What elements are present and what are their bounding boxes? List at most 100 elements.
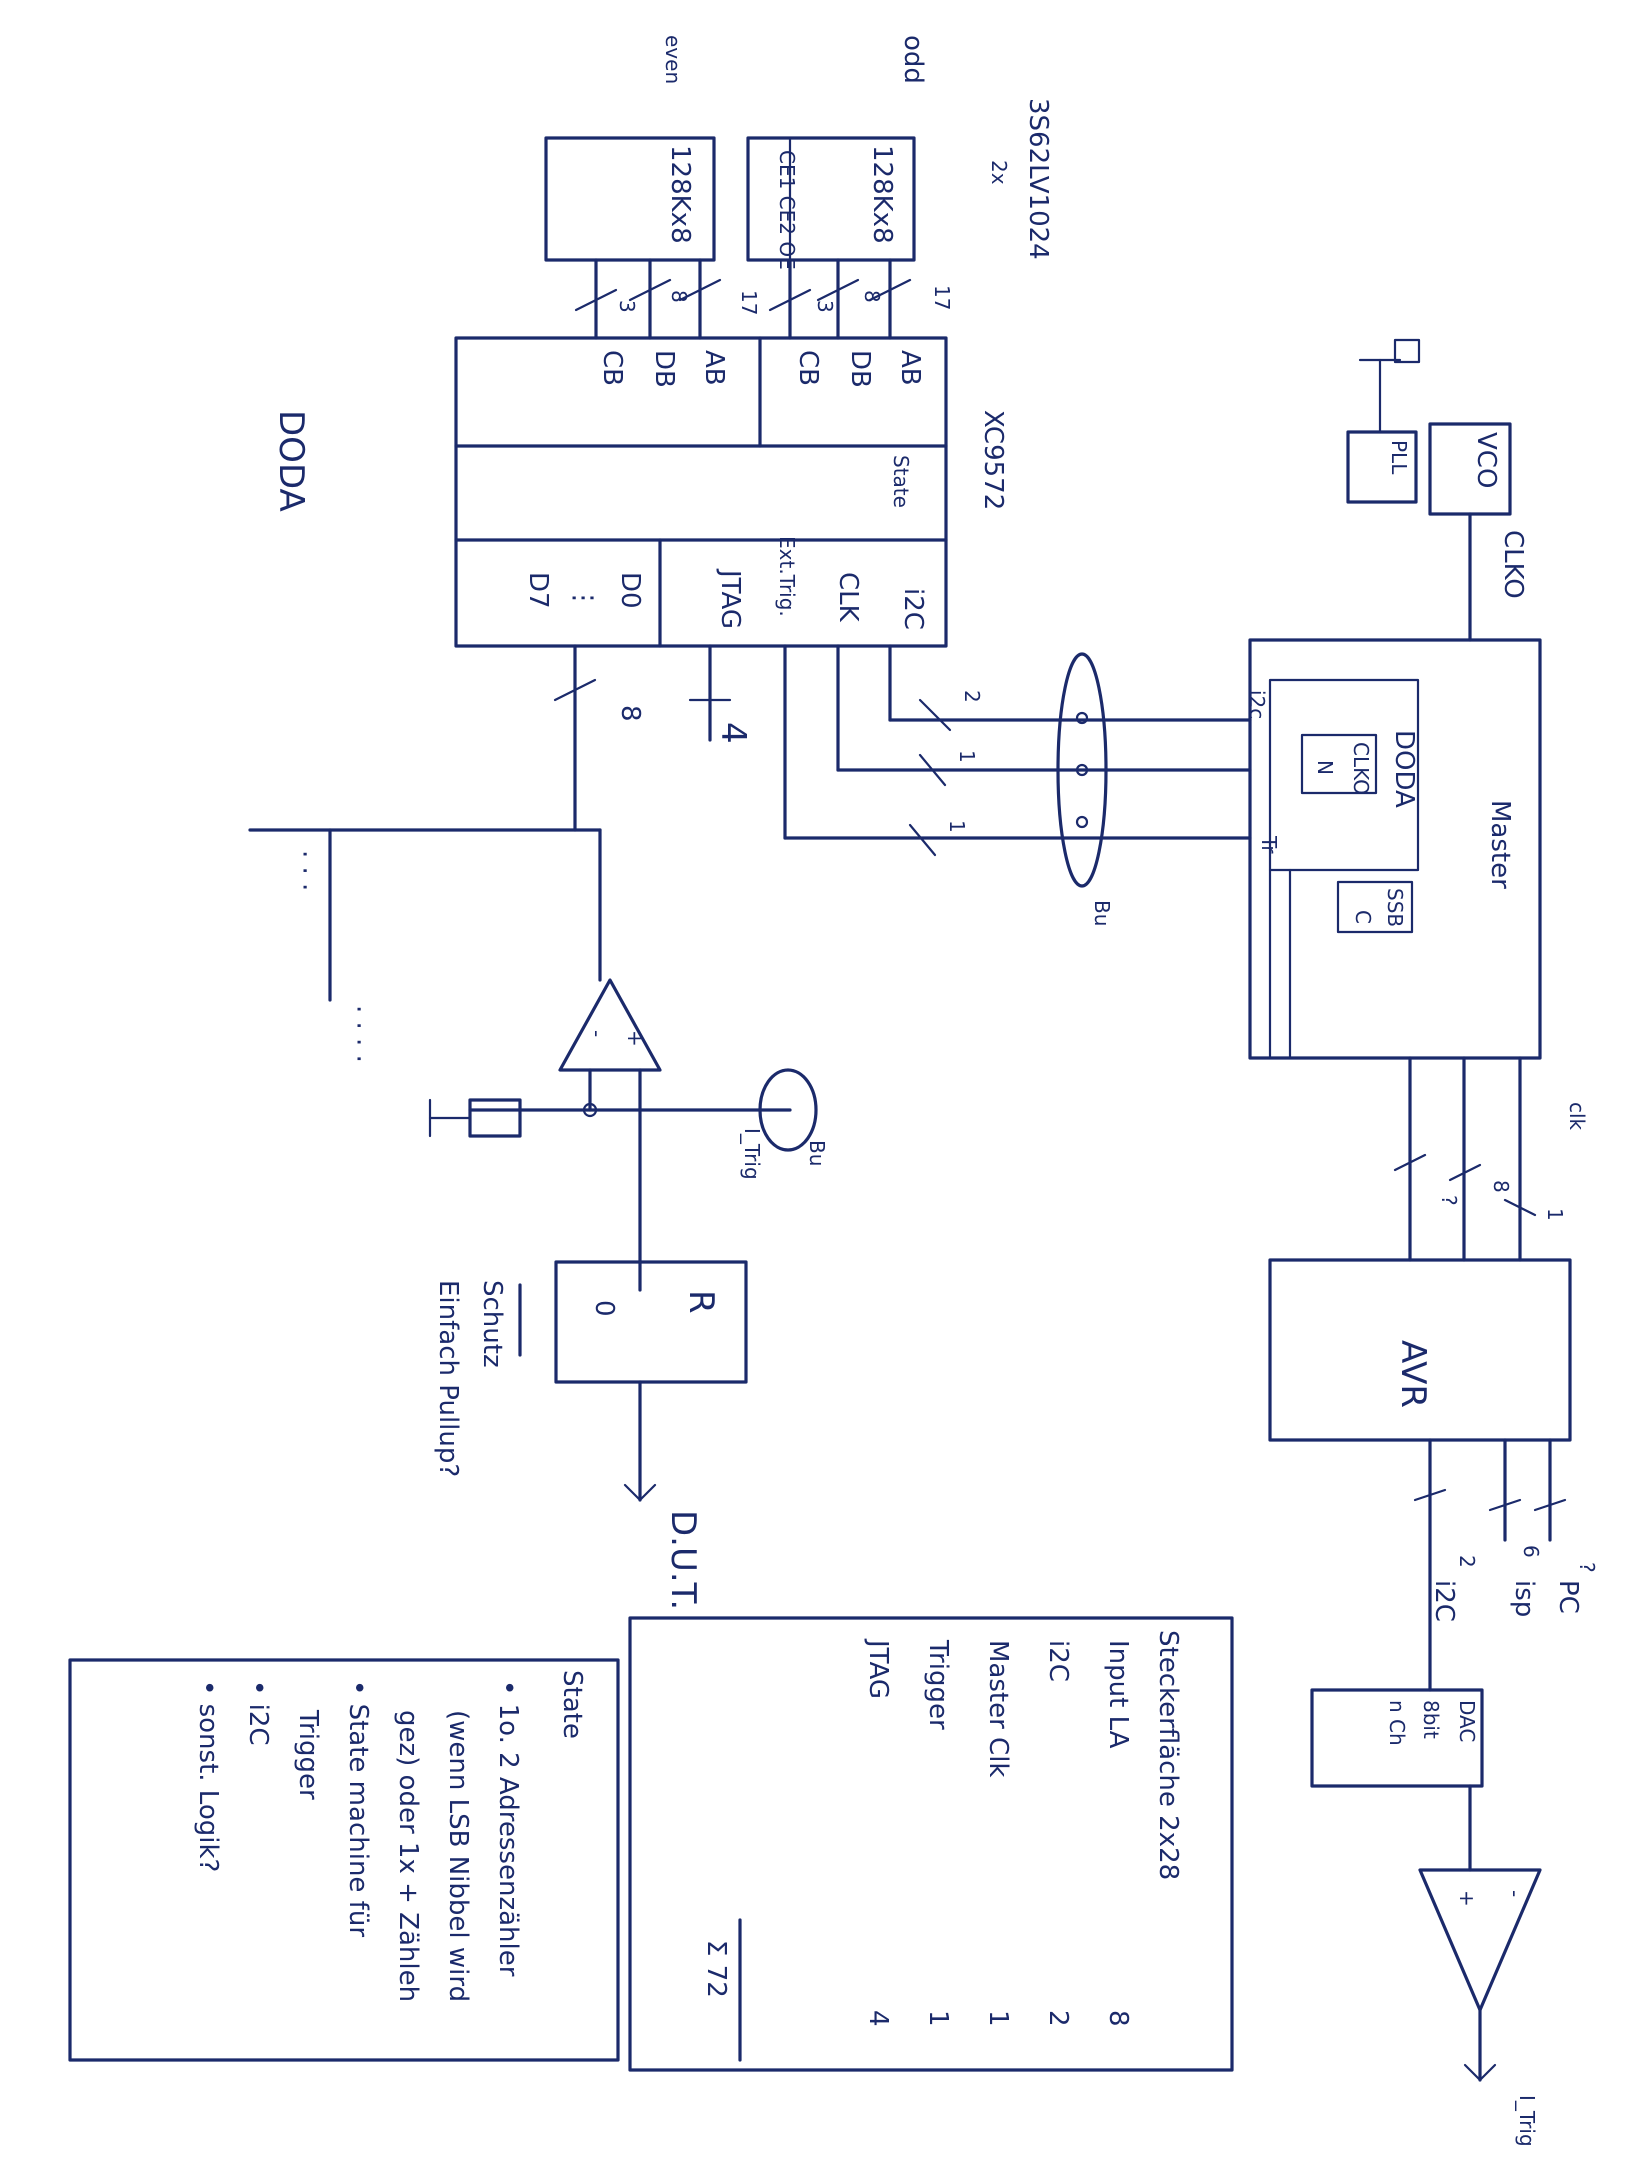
pinout-row-count: 4 [863, 2010, 893, 2027]
itrig-label-top: I_Trig [1515, 2095, 1539, 2147]
doda-inner-label: DODA [1389, 730, 1419, 808]
comp-minus: - [585, 1030, 609, 1037]
cpld-box [454, 336, 948, 648]
pc-label: PC [1553, 1580, 1583, 1614]
doda-inner-box [1268, 678, 1420, 872]
r-box-label: R [681, 1290, 721, 1314]
clk-bus-count: 1 [955, 750, 979, 763]
bus-db-count-2: 8 [667, 290, 691, 303]
r-box [554, 1260, 748, 1384]
pinout-box [628, 1616, 1234, 2072]
sram-even-size: 128Kx8 [665, 145, 695, 244]
state-item: • sonst. Logik? [193, 1680, 223, 1872]
comparator-symbol [558, 978, 662, 1072]
clko-n-box [1300, 733, 1378, 795]
master-bus-8: 8 [1489, 1180, 1513, 1193]
state-box [68, 1658, 620, 2062]
master-bus-q: ? [1437, 1195, 1461, 1206]
pinout-row-name: Trigger [923, 1639, 953, 1730]
dac-box [1310, 1688, 1484, 1788]
bus-cb-count: 3 [813, 300, 837, 313]
cb2-label: CB [597, 350, 627, 386]
pll-box [1346, 430, 1418, 504]
clk-master-label: clk [1565, 1102, 1589, 1131]
d7-label: D7 [523, 572, 553, 609]
pinout-row-name: i2C [1043, 1640, 1073, 1682]
d0-label: D0 [615, 572, 645, 609]
comp-plus: + [623, 1030, 647, 1047]
amp-plus: + [1455, 1890, 1479, 1907]
ssb-label: SSB [1383, 888, 1407, 927]
pc-q-label: ? [1575, 1562, 1599, 1573]
ab2-label: AB [699, 350, 729, 386]
pinout-row-name: JTAG [863, 1638, 893, 1699]
state-item: (wenn LSB Nibbel wird [443, 1710, 473, 2002]
pinout-row-count: 1 [983, 2010, 1013, 2027]
state-items: • 1o. 2 Adressenzähler (wenn LSB Nibbel … [193, 1680, 523, 2002]
rotated-drawing: 3S62LV1024 2x odd even 128Kx8 CE1 CE2 OE… [68, 35, 1599, 2147]
bus-ab-count: 17 [930, 285, 954, 310]
i2c-pin-label: i2C [898, 588, 928, 630]
sram-odd-size: 128Kx8 [867, 145, 897, 244]
dut-label: D.U.T. [663, 1510, 703, 1610]
state-item: Trigger [293, 1709, 323, 1800]
i2c-avr-label: i2C [1429, 1580, 1459, 1622]
bus-db-count: 8 [860, 290, 884, 303]
master-label: Master [1485, 800, 1515, 889]
db2-label: DB [649, 350, 679, 388]
output-amp-symbol [1418, 1868, 1542, 2012]
itrig-connector [758, 1068, 818, 1152]
db-label: DB [845, 350, 875, 388]
dac-count: n Ch [1385, 1700, 1409, 1746]
even-label: even [661, 35, 685, 84]
master-bus-1: 1 [1543, 1208, 1567, 1221]
isp-label: isp [1509, 1580, 1539, 1617]
pll-label: PLL [1387, 440, 1411, 475]
zero-label: 0 [589, 1300, 619, 1317]
bus-cb-count-2: 3 [615, 300, 639, 313]
pinout-row-count: 1 [923, 2010, 953, 2027]
doda-title-left: DODA [271, 410, 311, 512]
pinout-rows: Input LA 8 i2C 2 Master Clk 1 Trigger 1 … [863, 1638, 1133, 2027]
jtag-pin-label: JTAG [715, 568, 745, 629]
chip-id-label: 3S62LV1024 [1023, 98, 1053, 260]
itrig-label-bottom: I_Trig [740, 1128, 764, 1180]
pinout-row-name: Input LA [1103, 1640, 1133, 1749]
cb-label: CB [793, 350, 823, 386]
c-label: C [1351, 910, 1375, 924]
isp-count: 6 [1519, 1545, 1543, 1558]
ext-trig-label: Ext.Trig. [775, 536, 799, 617]
state-label: State [889, 455, 913, 508]
bu-label-2: Bu [805, 1140, 829, 1166]
dots-side: · · · [289, 850, 319, 891]
dots-label: ⋮ [568, 585, 598, 611]
pullup-label: Einfach Pullup? [433, 1280, 463, 1477]
pinout-row-count: 2 [1043, 2010, 1073, 2027]
avr-label: AVR [1393, 1340, 1433, 1408]
schutz-label: Schutz [477, 1280, 507, 1368]
sram-odd-box [746, 136, 916, 262]
bu-label: Bu [1090, 900, 1114, 926]
tr-label: Tr [1257, 835, 1281, 854]
chip-count-label: 2x [987, 160, 1011, 185]
state-item: • State machine für [343, 1680, 373, 1937]
pinout-row-name: Master Clk [983, 1640, 1013, 1778]
n-div-label: N [1313, 760, 1337, 775]
pullup-resistor [468, 1098, 522, 1138]
state-item: • 1o. 2 Adressenzähler [493, 1680, 523, 1977]
cpld-name: XC9572 [978, 410, 1008, 510]
master-box [1248, 638, 1542, 1060]
vco-label: VCO [1471, 432, 1501, 488]
state-item: gez) oder 1x + Zähleh [393, 1710, 423, 2002]
trig-bus-count: 1 [945, 820, 969, 833]
dac-bits: 8bit [1419, 1700, 1443, 1739]
avr-box [1268, 1258, 1572, 1442]
ssb-box [1336, 880, 1414, 934]
pinout-title: Steckerfläche 2x28 [1153, 1630, 1183, 1880]
clko-top-label: CLKO [1498, 530, 1528, 599]
i2c-avr-count: 2 [1455, 1555, 1479, 1568]
bus-ab-count-2: 17 [737, 290, 761, 315]
dots-bottom: · · · · [343, 1005, 373, 1063]
